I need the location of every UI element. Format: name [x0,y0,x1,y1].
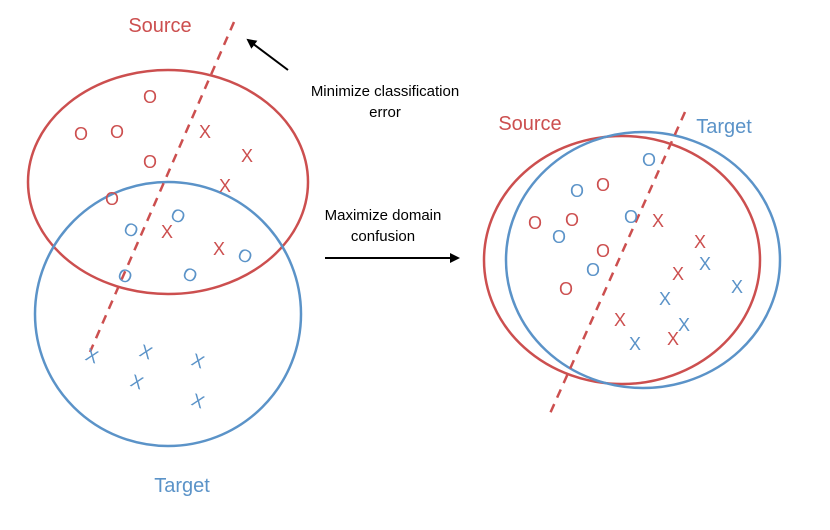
left-target-x-mark: X [137,341,155,364]
left-source-domain-ellipse [26,68,310,296]
left-panel: Source Target O O O O O X X X X X O O O … [26,15,310,497]
right-target-x-marks: X X X X X [629,254,743,354]
left-target-x-mark: X [83,345,101,368]
right-source-x-mark: X [614,310,626,330]
right-source-x-mark: X [672,264,684,284]
right-target-o-mark: O [642,150,656,170]
left-source-o-mark: O [74,124,88,144]
right-panel: Source Target O O O O O X X X X X O O O … [482,111,782,419]
left-source-o-mark: O [143,152,157,172]
right-source-o-mark: O [565,210,579,230]
left-target-o-mark: O [120,218,141,242]
left-source-x-marks: X X X X X [161,122,253,259]
right-source-x-mark: X [667,329,679,349]
left-source-o-mark: O [143,87,157,107]
right-source-label: Source [498,113,561,135]
right-source-o-mark: O [559,279,573,299]
right-target-label: Target [696,116,752,138]
right-target-x-mark: X [659,289,671,309]
right-source-o-mark: O [596,241,610,261]
right-source-o-mark: O [528,213,542,233]
right-target-o-mark: O [624,207,638,227]
right-source-o-mark: O [596,175,610,195]
right-target-x-mark: X [678,315,690,335]
right-source-x-mark: X [694,232,706,252]
right-target-o-marks: O O O O O [552,150,656,280]
minimize-arrow [246,38,289,71]
left-source-x-mark: X [199,122,211,142]
right-decision-boundary [546,111,687,419]
right-target-o-mark: O [570,181,584,201]
right-target-x-mark: X [629,334,641,354]
left-target-o-mark: O [179,263,200,287]
left-source-x-mark: X [241,146,253,166]
minimize-annotation-line2: error [369,104,401,121]
maximize-annotation-line1: Maximize domain [325,207,442,224]
right-target-o-mark: O [586,260,600,280]
left-source-x-mark: X [161,222,173,242]
left-source-label: Source [128,15,191,37]
right-target-x-mark: X [731,277,743,297]
right-target-x-mark: X [699,254,711,274]
left-source-o-mark: O [110,122,124,142]
left-target-o-mark: O [234,244,255,268]
annotations: Minimize classification error Maximize d… [246,38,460,263]
left-source-x-mark: X [219,176,231,196]
left-source-o-marks: O O O O O [74,87,157,209]
right-source-x-mark: X [652,211,664,231]
left-target-x-marks: X X X X X [83,341,207,413]
left-decision-boundary [88,21,236,353]
left-source-o-mark: O [105,189,119,209]
left-target-o-mark: O [114,264,135,288]
left-target-label: Target [154,475,210,497]
right-target-o-mark: O [552,227,566,247]
right-source-o-marks: O O O O O [528,175,610,299]
left-source-x-mark: X [213,239,225,259]
left-target-x-mark: X [189,390,207,413]
right-source-domain-ellipse [482,134,762,386]
right-source-x-marks: X X X X X [614,211,706,349]
right-target-domain-ellipse [504,130,782,390]
left-target-domain-ellipse [33,180,303,448]
minimize-annotation-line1: Minimize classification [311,83,459,100]
maximize-annotation-line2: confusion [351,228,415,245]
left-target-x-mark: X [189,350,207,373]
left-target-x-mark: X [128,371,146,394]
